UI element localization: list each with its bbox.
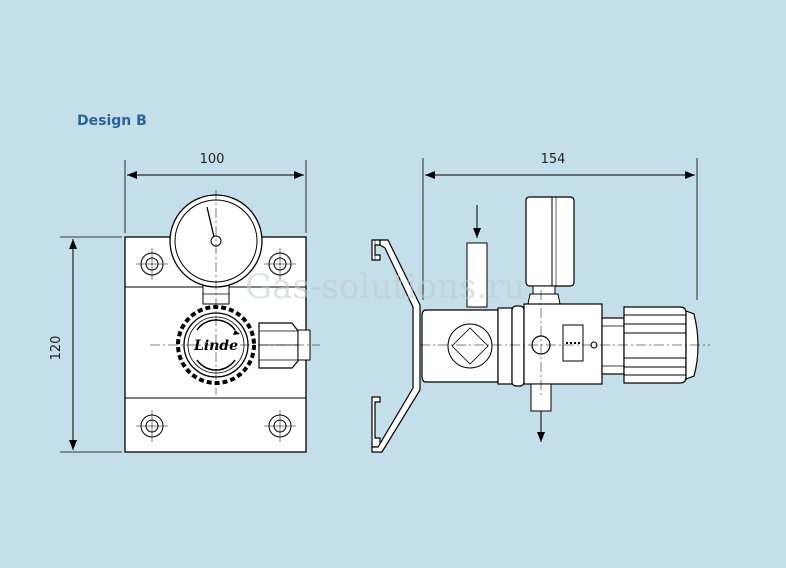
hex-outlet [258, 322, 299, 369]
watermark: Gas-solutions.ru [245, 267, 525, 307]
bolt-hole [264, 248, 296, 280]
bolt-hole [136, 410, 168, 442]
front-view: 100 120 [49, 152, 320, 453]
height-dimension-label: 120 [49, 336, 64, 361]
side-view: 154 [371, 152, 710, 453]
linde-logo: Linde [193, 338, 238, 354]
inlet-pipe [466, 242, 488, 308]
width-dimension-label: 100 [200, 152, 225, 167]
mounting-bracket [371, 239, 421, 453]
bolt-hole [136, 248, 168, 280]
diagram-title: Design B [77, 113, 147, 129]
regulator-body [421, 303, 625, 387]
bolt-hole [264, 410, 296, 442]
gauge-side-view [525, 196, 575, 305]
depth-dimension-label: 154 [541, 152, 566, 167]
gauge-needle [206, 206, 215, 238]
